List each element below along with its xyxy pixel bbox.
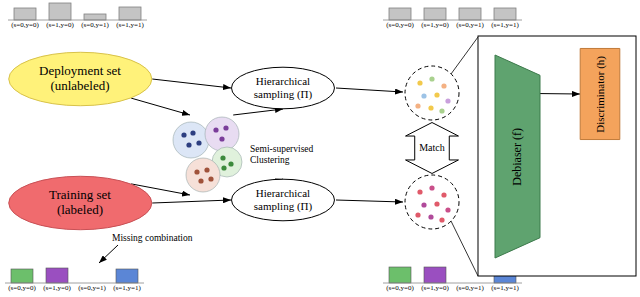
annotation: Missing combination — [112, 233, 193, 243]
sample-points — [415, 185, 450, 222]
node-label: Debiaser (f) — [511, 128, 525, 186]
axis-label: (s=1,y=0) — [46, 22, 74, 30]
discriminator-block-outline — [580, 48, 620, 139]
chart-axis — [383, 20, 522, 21]
node-label: Match — [419, 142, 445, 154]
debiaser-block-outline — [495, 55, 540, 258]
axis-label: (s=0,y=1) — [456, 285, 484, 293]
dataset-ellipse-outline — [8, 52, 151, 105]
cluster-points — [181, 125, 233, 183]
cluster-region: Semi-supervised Clustering — [172, 115, 244, 195]
pointer-arrow — [99, 245, 118, 263]
dataset-ellipse-outline — [8, 176, 151, 229]
axis-label: (s=0,y=1) — [456, 22, 484, 30]
model-panel — [478, 36, 636, 276]
dataset-ellipse: Training set (labeled) — [8, 176, 153, 230]
chart-axis — [5, 283, 144, 284]
node-label: Semi-supervised Clustering — [250, 144, 316, 166]
node-label: Hierarchical sampling (Π) — [246, 187, 320, 212]
sample-points — [415, 76, 450, 113]
chart-axis — [8, 20, 147, 21]
flow-arrow — [131, 98, 190, 115]
zoom-line — [451, 37, 478, 74]
axis-label: (s=1,y=1) — [113, 285, 141, 293]
cluster-illustration — [173, 117, 242, 192]
bar-chart — [389, 8, 516, 20]
match-arrow: Match — [405, 122, 459, 174]
flow-arrow — [336, 88, 403, 92]
axis-label: (s=1,y=0) — [43, 285, 71, 293]
process-ellipse-outline — [232, 179, 335, 221]
process-ellipse-outline — [232, 67, 335, 109]
axis-label: (s=1,y=0) — [421, 285, 449, 293]
node-label: Discriminator (h) — [594, 56, 607, 133]
node-label: Training set (labeled) — [28, 188, 132, 218]
axis-label: (s=0,y=0) — [386, 285, 414, 293]
bar-chart — [11, 268, 138, 283]
axis-label: (s=1,y=0) — [421, 22, 449, 30]
sample-set — [405, 175, 459, 229]
flow-arrow — [336, 200, 403, 202]
discriminator-block: Discriminator (h) — [580, 48, 620, 140]
debiaser-block: Debiaser (f) — [495, 55, 540, 258]
axis-label: (s=1,y=1) — [116, 22, 144, 30]
flow-arrow — [152, 200, 231, 203]
axis-label: (s=1,y=1) — [491, 22, 519, 30]
flow-arrow — [233, 109, 283, 115]
process-ellipse: Hierarchical sampling (Π) — [231, 179, 335, 221]
bar-chart — [14, 3, 141, 20]
zoom-line — [451, 221, 478, 276]
flow-arrow — [540, 93, 580, 94]
chart-axis — [383, 283, 522, 284]
axis-label: (s=1,y=1) — [491, 285, 519, 293]
axis-label: (s=0,y=1) — [81, 22, 109, 30]
process-ellipse: Hierarchical sampling (Π) — [231, 67, 335, 109]
flow-arrow — [152, 79, 231, 88]
dataset-ellipse: Deployment set (unlabeled) — [8, 52, 153, 106]
axis-label: (s=0,y=0) — [8, 285, 36, 293]
node-label: Hierarchical sampling (Π) — [246, 75, 320, 100]
node-label: Deployment set (unlabeled) — [28, 64, 132, 94]
sample-set — [405, 66, 459, 120]
match-arrow-outline — [406, 123, 459, 174]
axis-label: (s=0,y=0) — [386, 22, 414, 30]
axis-label: (s=0,y=0) — [11, 22, 39, 30]
axis-label: (s=0,y=1) — [78, 285, 106, 293]
